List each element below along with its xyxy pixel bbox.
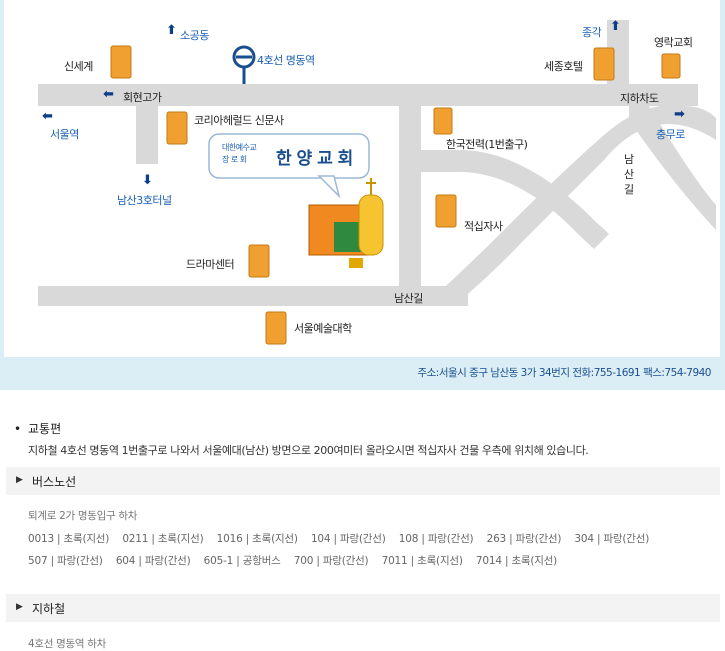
church-building-icon (308, 178, 384, 268)
traffic-title: 교통편 (28, 422, 62, 436)
road-center-vertical (399, 84, 421, 306)
map-roads (38, 20, 716, 345)
arrow-right-icon: ➡ (674, 107, 685, 122)
bus-title: 버스노선 (32, 475, 77, 489)
bus-route: 263 | 파랑(간선) (486, 533, 562, 545)
arrow-up-icon: ⬆ (166, 23, 177, 38)
arrow-left-icon: ⬅ (103, 87, 114, 102)
map-canvas: 신세계 세종호텔 영락교회 코리아헤럴드 신문사 한국전력(1번출구) 적십자사… (4, 0, 720, 357)
triangle-right-icon: ▶ (16, 602, 23, 612)
address-line: 주소:서울시 중구 남산동 3가 34번지 전화:755-1691 팩스:754… (417, 367, 711, 379)
bus-route: 1016 | 초록(지선) (216, 533, 298, 545)
curve-road-3 (629, 106, 716, 230)
church-title: 한 양 교 회 (276, 149, 353, 169)
church-callout (208, 133, 370, 179)
main-road-horizontal (38, 84, 698, 106)
bus-route: 0013 | 초록(지선) (28, 533, 110, 545)
bus-route: 108 | 파랑(간선) (398, 533, 474, 545)
road-chungmuro: 충무로 (656, 128, 685, 141)
place-korea-herald: 코리아헤럴드 신문사 (194, 114, 284, 127)
curve-road-1 (419, 150, 609, 249)
bus-route: 507 | 파랑(간선) (28, 555, 103, 567)
church-title-small-top: 대한예수교 (222, 143, 257, 152)
place-redcross: 적십자사 (464, 220, 503, 233)
place-shinsegae: 신세계 (64, 60, 93, 73)
arrow-up-icon: ⬆ (610, 19, 621, 34)
arrow-left-icon: ⬅ (42, 109, 53, 124)
bus-section-header: ▶ 버스노선 (6, 467, 720, 495)
subway-title: 지하철 (32, 602, 66, 616)
namsan-road-bottom (38, 286, 468, 306)
place-youngnak-church: 영락교회 (654, 36, 693, 49)
place-drama-center: 드라마센터 (186, 258, 235, 271)
place-kepco: 한국전력(1번출구) (446, 138, 528, 151)
road-jonggak: 종각 (582, 26, 602, 39)
bus-route: 104 | 파랑(간선) (310, 533, 386, 545)
triangle-right-icon: ▶ (16, 475, 23, 485)
place-seoul-arts: 서울예술대학 (294, 322, 352, 335)
bus-route: 605-1 | 공항버스 (203, 555, 281, 567)
curve-road-2 (424, 105, 716, 306)
bus-route: 0211 | 초록(지선) (122, 533, 204, 545)
subway-section-header: ▶ 지하철 (6, 594, 720, 622)
church-title-small-bottom: 장 로 회 (222, 155, 247, 164)
bus-routes-line-2: 507 | 파랑(간선) 604 | 파랑(간선) 605-1 | 공항버스 7… (28, 553, 567, 568)
building-icon (110, 45, 681, 345)
subway-stop: 4호선 명동역 하차 (28, 638, 106, 650)
location-map: 신세계 세종호텔 영락교회 코리아헤럴드 신문사 한국전력(1번출구) 적십자사… (0, 0, 725, 390)
road-right-vertical (607, 20, 629, 106)
road-namsan-gil-vertical: 남 산 길 (624, 153, 634, 196)
road-seoul-station: 서울역 (50, 128, 79, 141)
station-label: 4호선 명동역 (257, 54, 315, 67)
road-left-vertical (136, 84, 158, 164)
road-hoehyeon: 회현고가 (123, 91, 162, 104)
bus-route: 7014 | 초록(지선) (475, 555, 558, 567)
place-sejong-hotel: 세종호텔 (544, 60, 583, 73)
road-sogong: 소공동 (180, 29, 209, 42)
arrow-down-icon: ⬇ (142, 173, 153, 188)
traffic-description: 지하철 4호선 명동역 1번출구로 나와서 서울예대(남산) 방면으로 200여… (28, 444, 589, 457)
bullet-icon: • (14, 422, 22, 436)
bus-route: 7011 | 초록(지선) (381, 555, 463, 567)
road-namsan-gil: 남산길 (394, 292, 423, 305)
road-namsan-tunnel: 남산3호터널 (117, 194, 172, 207)
road-underpass: 지하차도 (620, 92, 659, 105)
bus-stop: 퇴계로 2가 명동입구 하차 (28, 510, 138, 522)
bus-route: 604 | 파랑(간선) (115, 555, 191, 567)
bus-route: 304 | 파랑(간선) (574, 533, 650, 545)
bus-routes-line-1: 0013 | 초록(지선) 0211 | 초록(지선) 1016 | 초록(지선… (28, 531, 659, 546)
bus-route: 700 | 파랑(간선) (293, 555, 369, 567)
